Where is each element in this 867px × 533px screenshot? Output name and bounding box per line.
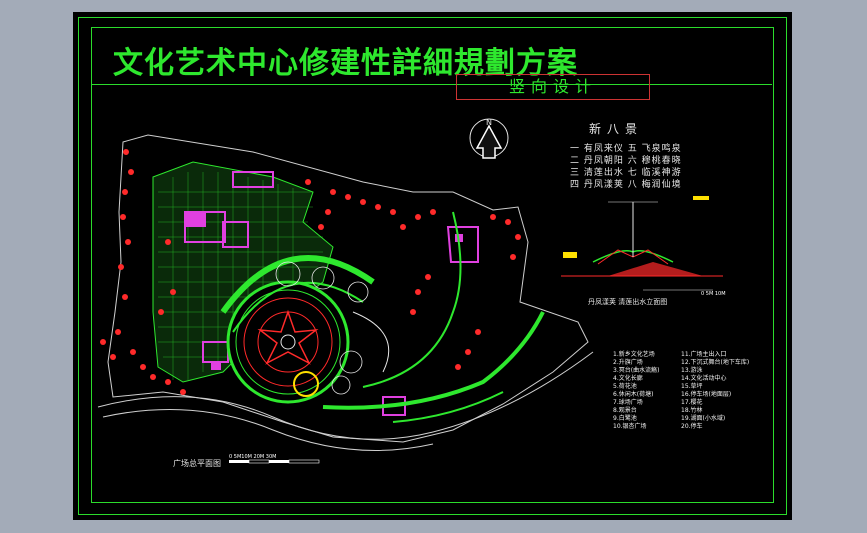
legend-item: 19.湖面(小水域) [681, 415, 726, 422]
central-round-plaza [226, 280, 350, 404]
north-arrow-icon: N [469, 118, 509, 159]
legend-item: 11.广场主出入口 [681, 351, 727, 358]
plan-scale-bar: 0 5M10M 20M 30M [229, 454, 320, 464]
scene-row: 一 有凤来仪 五 飞泉鸣泉 [570, 144, 682, 154]
outer-frame [78, 17, 787, 515]
legend-item: 1.新乡文化艺场 [613, 351, 655, 358]
legend-item: 8.观景台 [613, 407, 637, 414]
legend-item: 10.银杏广场 [613, 423, 647, 430]
title-underline [91, 84, 772, 85]
legend-item: 9.白鹭池 [613, 415, 637, 422]
drawing-subtitle: 竖向设计 [508, 77, 597, 96]
legend-item: 17.樱花 [681, 399, 703, 406]
subtitle-box: 竖向设计 [456, 74, 650, 100]
legend-column-2: 11.广场主出入口 12.下沉式舞台(地下车库) 13.游泳 14.文化活动中心… [681, 351, 761, 431]
legend-item: 14.文化活动中心 [681, 375, 727, 382]
north-label: N [486, 118, 492, 127]
legend-item: 16.停车场(地面层) [681, 391, 732, 398]
legend-column-1: 1.新乡文化艺场 2.升旗广场 3.冥台(曲水流觞) 4.文化长廊 5.荷花池 … [613, 351, 693, 431]
site-boundary [107, 134, 589, 443]
scene-row: 二 丹凤朝阳 六 穆桃春晓 [570, 156, 682, 166]
plan-scale-label: 0 5M10M 20M 30M [229, 454, 276, 460]
section-caption: 丹凤漾荚 清莲出水立面图 [588, 298, 668, 306]
legend-item: 15.草坪 [681, 383, 703, 390]
legend-item: 6.休闲木(荷塘) [613, 391, 654, 398]
scene-row: 三 清莲出水 七 临溪神游 [570, 168, 682, 178]
building-1 [184, 211, 226, 243]
scene-row: 四 丹凤漾荚 八 梅润仙境 [570, 180, 682, 190]
legend-item: 20.停车 [681, 423, 703, 430]
scenes-title: 新八景 [589, 122, 644, 136]
elevation-section [561, 196, 723, 291]
legend-item: 4.文化长廊 [613, 375, 643, 382]
drawing-sheet: 文化艺术中心修建性詳細規劃方案 竖向设计 N [73, 12, 792, 520]
legend-item: 3.冥台(曲水流觞) [613, 367, 660, 374]
site-plan-drawing: N [97, 118, 726, 464]
plan-caption: 广场总平面图 [173, 459, 221, 468]
legend-item: 12.下沉式舞台(地下车库) [681, 359, 750, 366]
building-2 [446, 226, 479, 263]
legend-item: 7.球场广场 [613, 399, 643, 406]
legend-item: 5.荷花池 [613, 383, 637, 390]
drawing-title: 文化艺术中心修建性詳細規劃方案 [113, 46, 578, 81]
section-scale-label: 0 5M 10M [701, 291, 726, 297]
legend-item: 18.竹林 [681, 407, 703, 414]
inner-frame [91, 27, 774, 503]
legend-item: 2.升旗广场 [613, 359, 643, 366]
legend-item: 13.游泳 [681, 367, 703, 374]
